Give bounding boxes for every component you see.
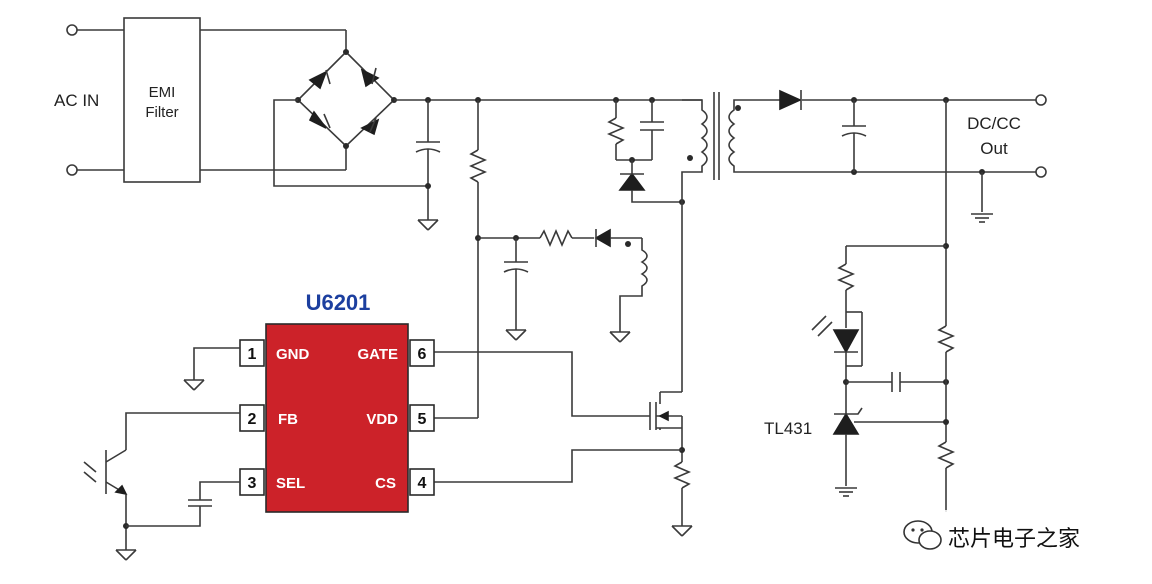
output-label-line2: Out (980, 139, 1008, 158)
pin-4-number: 4 (418, 475, 427, 492)
ac-input-terminal-bottom (66, 164, 78, 176)
bridge-diode-3 (308, 110, 327, 129)
aux-supply (478, 228, 648, 343)
emi-filter-label-line1: EMI (149, 84, 176, 101)
pin-6 (409, 339, 435, 367)
snubber (606, 100, 685, 205)
pin-5 (409, 404, 435, 432)
pin-4 (409, 468, 435, 496)
ground-icon (417, 219, 439, 231)
pin-5-number: 5 (418, 411, 427, 428)
transformer (681, 92, 741, 392)
ground-icon (183, 379, 205, 391)
pin-6-label: GATE (357, 346, 398, 363)
watermark-text: 芯片电子之家 (948, 527, 1080, 552)
emi-filter: EMI Filter (123, 17, 201, 183)
watermark: 芯片电子之家 (903, 510, 1130, 554)
bridge-diode-1 (308, 70, 328, 90)
pin-3-label: SEL (276, 475, 305, 492)
ac-input: AC IN (54, 24, 124, 176)
output-terminal-positive (1035, 94, 1047, 106)
pin-2-number: 2 (248, 411, 257, 428)
ground-icon (970, 213, 994, 223)
wechat-icon (903, 520, 942, 550)
bridge-rectifier (200, 29, 428, 187)
pin-5-label: VDD (366, 411, 398, 428)
controller-ic: U6201 1 GND 2 FB 3 SEL 4 CS 5 VDD 6 GATE (239, 290, 435, 513)
ground-icon (671, 525, 693, 537)
ground-icon (609, 331, 631, 343)
pin-2-label: FB (278, 411, 298, 428)
output-stage: DC/CC Out (740, 89, 1047, 223)
output-diode (779, 89, 802, 111)
snubber-diode (618, 172, 646, 191)
ground-icon (115, 549, 137, 561)
pin-1-label: GND (276, 346, 310, 363)
aux-diode (594, 228, 611, 248)
ic-name: U6201 (306, 290, 371, 315)
pin-6-number: 6 (418, 346, 427, 363)
pin-4-label: CS (375, 475, 396, 492)
sel-capacitor (126, 481, 240, 527)
ac-input-label: AC IN (54, 91, 99, 110)
pin-1-number: 1 (248, 346, 257, 363)
output-terminal-negative (1035, 166, 1047, 178)
tl431-label: TL431 (764, 419, 812, 438)
pin-1 (239, 339, 265, 367)
emi-filter-label-line2: Filter (145, 104, 178, 121)
pin-3-number: 3 (248, 475, 257, 492)
ground-icon (505, 329, 527, 341)
ground-icon (834, 487, 858, 497)
pin-2 (239, 404, 265, 432)
power-switch (434, 351, 693, 537)
pin-3 (239, 468, 265, 496)
opto-transistor (83, 412, 240, 561)
dc-bus (394, 97, 702, 419)
optocoupler-led (832, 329, 860, 354)
ac-input-terminal-top (66, 24, 78, 36)
output-label-line1: DC/CC (967, 114, 1021, 133)
ic-body (265, 323, 409, 513)
feedback-network: TL431 (764, 100, 956, 512)
tl431-regulator (832, 412, 860, 435)
